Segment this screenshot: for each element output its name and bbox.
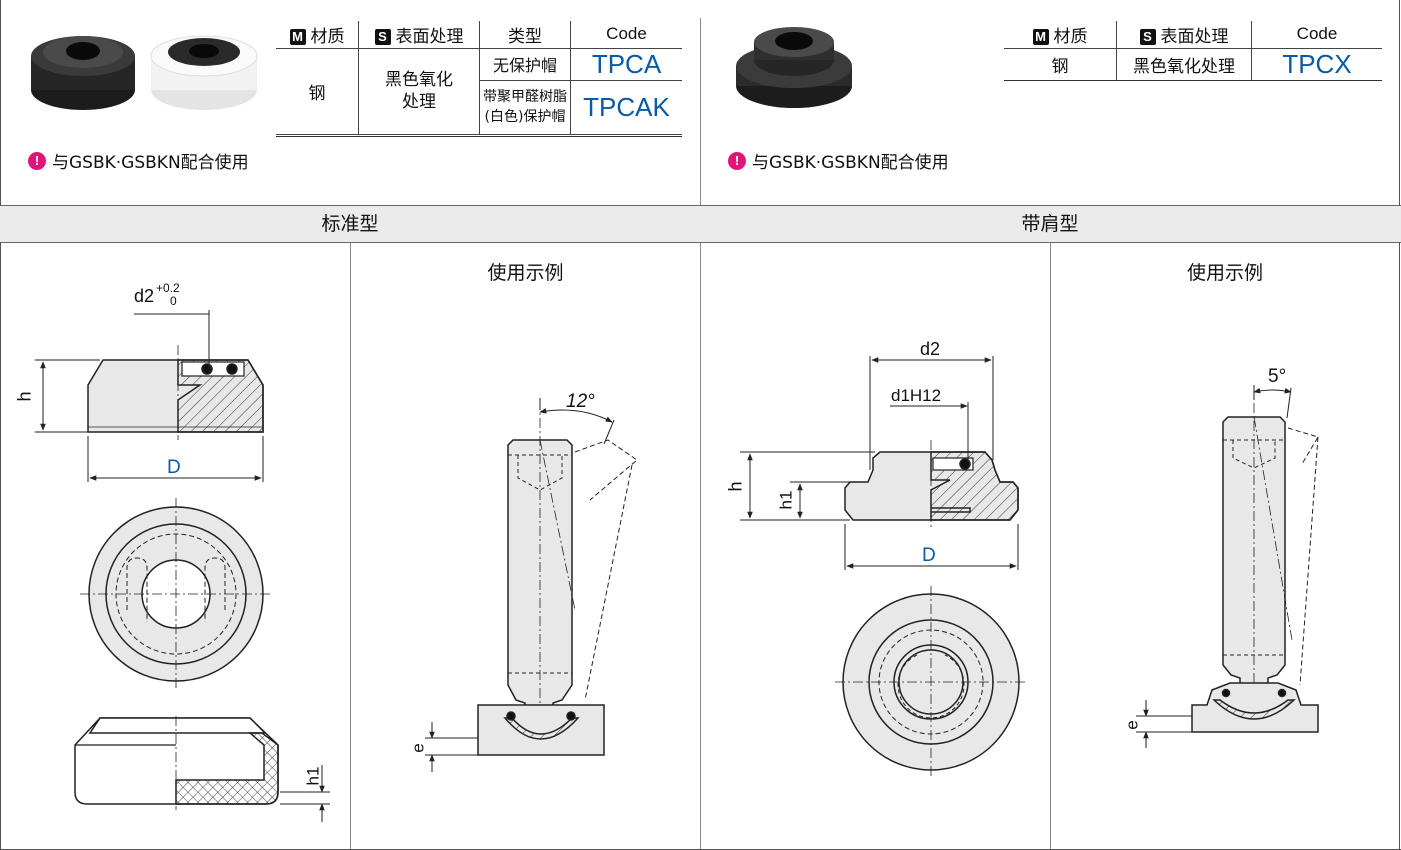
usage-right-drawing bbox=[1191, 385, 1319, 733]
dim-d1-right: d1H12 bbox=[891, 386, 942, 405]
standard-h1-dimension bbox=[280, 765, 330, 822]
dim-h-left: h bbox=[14, 391, 35, 402]
surface-value: 黑色氧化 处理 bbox=[358, 47, 480, 135]
left-compatibility-note: ! 与GSBK·GSBKN配合使用 bbox=[28, 148, 249, 173]
dim-d2-right: d2 bbox=[920, 339, 941, 359]
standard-top-view bbox=[80, 498, 272, 690]
info-icon: ! bbox=[28, 151, 46, 170]
shoulder-top-view bbox=[835, 586, 1027, 778]
product-photo-black bbox=[31, 36, 135, 110]
section-title-shoulder: 带肩型 bbox=[1021, 213, 1079, 235]
shoulder-dimensions bbox=[740, 356, 1019, 570]
dim-e-right: e bbox=[1122, 720, 1142, 730]
code-header: Code bbox=[570, 21, 682, 49]
material-value: 钢 bbox=[276, 47, 359, 135]
code-header-right: Code bbox=[1251, 21, 1382, 49]
usage-left-drawing bbox=[477, 400, 638, 756]
standard-section-view bbox=[87, 345, 264, 440]
product-photo-white-cap bbox=[150, 35, 258, 110]
code-value-2[interactable]: TPCAK bbox=[570, 79, 682, 135]
dim-h1-right: h1 bbox=[776, 490, 796, 510]
material-value-right: 钢 bbox=[1004, 47, 1117, 81]
surface-value-right: 黑色氧化处理 bbox=[1116, 47, 1252, 81]
dim-angle-12: 12° bbox=[566, 391, 595, 412]
type-value-1: 无保护帽 bbox=[479, 47, 571, 81]
type-header: 类型 bbox=[479, 21, 571, 49]
usage-right-dimensions bbox=[1136, 385, 1292, 748]
section-title-standard: 标准型 bbox=[321, 213, 379, 235]
standard-cap-view bbox=[74, 716, 279, 810]
dim-h-right: h bbox=[725, 481, 746, 492]
dim-D-right: D bbox=[922, 545, 936, 566]
usage-left-dimensions bbox=[425, 398, 615, 772]
usage-title-right: 使用示例 bbox=[1186, 262, 1263, 284]
info-icon: ! bbox=[728, 151, 746, 170]
code-value-right[interactable]: TPCX bbox=[1251, 47, 1382, 81]
code-value-1[interactable]: TPCA bbox=[570, 47, 682, 81]
standard-dimensions bbox=[35, 310, 264, 482]
dim-h1-left: h1 bbox=[303, 766, 323, 786]
right-compatibility-note: ! 与GSBK·GSBKN配合使用 bbox=[728, 148, 949, 173]
dim-angle-5: 5° bbox=[1268, 366, 1287, 387]
dim-D-left: D bbox=[167, 457, 181, 478]
dim-e-left: e bbox=[408, 743, 428, 753]
shoulder-section-view bbox=[844, 440, 1019, 530]
product-photo-shoulder bbox=[736, 27, 852, 108]
dim-d2-tolerance: d2 bbox=[134, 286, 155, 306]
type-value-2: 带聚甲醛树脂 (白色)保护帽 bbox=[479, 79, 571, 135]
section-band: 标准型 带肩型 bbox=[0, 205, 1401, 243]
usage-title-left: 使用示例 bbox=[487, 262, 564, 284]
